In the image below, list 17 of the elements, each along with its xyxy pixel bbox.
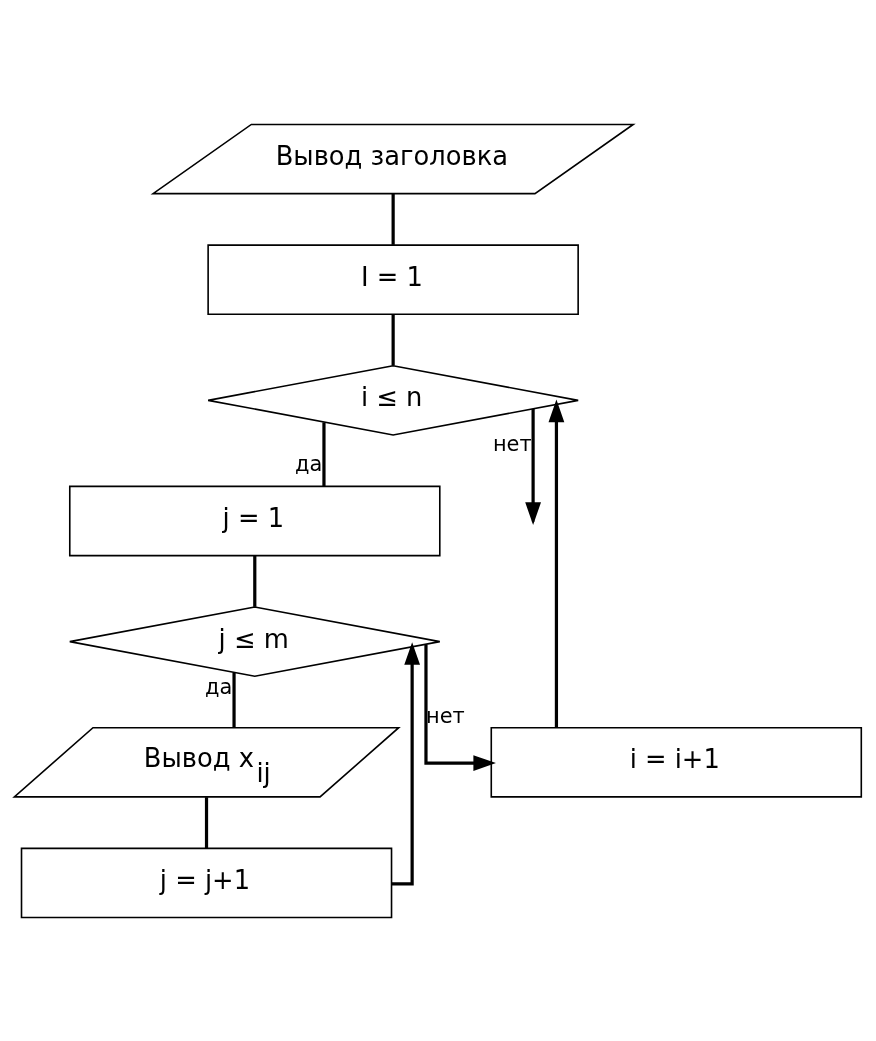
edge-label: да xyxy=(205,674,233,699)
connector xyxy=(232,672,236,727)
connector xyxy=(322,422,326,486)
edge-label: да xyxy=(295,451,323,476)
node-box: j = j+1 xyxy=(20,847,393,918)
node-box: i = i+1 xyxy=(490,726,863,798)
edge-label: нет xyxy=(425,703,465,728)
node-diamond: i ≤ n xyxy=(207,364,579,436)
arrow xyxy=(548,399,565,728)
node-diamond: j ≤ m xyxy=(68,605,441,677)
node-box: j = 1 xyxy=(68,485,441,556)
arrow xyxy=(424,644,496,771)
connector xyxy=(391,193,395,245)
connector xyxy=(253,555,257,607)
connector xyxy=(204,796,209,848)
connector xyxy=(391,314,395,366)
node-box: I = 1 xyxy=(207,243,579,315)
